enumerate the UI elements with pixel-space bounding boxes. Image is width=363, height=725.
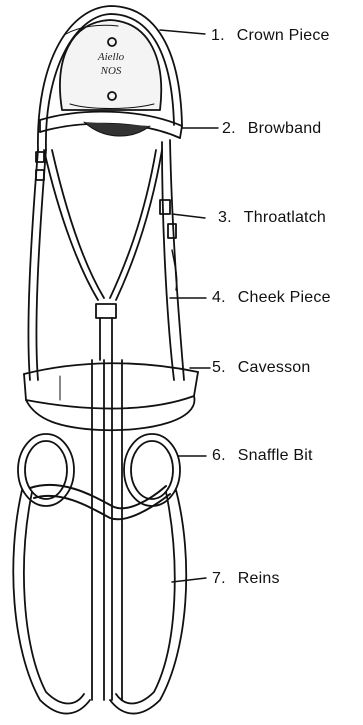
- center-straps: [92, 360, 122, 700]
- svg-text:NOS: NOS: [100, 65, 122, 77]
- label-cheek-piece: 4.Cheek Piece: [212, 290, 331, 306]
- label-snaffle-bit: 6.Snaffle Bit: [212, 448, 313, 464]
- reins: [13, 490, 186, 714]
- throatlatch: [96, 304, 116, 360]
- label-browband: 2.Browband: [222, 121, 321, 137]
- label-reins: 7.Reins: [212, 571, 280, 587]
- label-throatlatch: 3.Throatlatch: [218, 210, 326, 226]
- right-cheek-piece: [110, 140, 184, 380]
- browband: [40, 112, 182, 138]
- label-crown-piece: 1.Crown Piece: [211, 28, 330, 44]
- label-cavesson: 5.Cavesson: [212, 360, 311, 376]
- snaffle-bit: [18, 434, 180, 519]
- svg-text:Aiello: Aiello: [97, 51, 125, 63]
- left-cheek-piece: [28, 150, 104, 380]
- cavesson: [24, 363, 198, 430]
